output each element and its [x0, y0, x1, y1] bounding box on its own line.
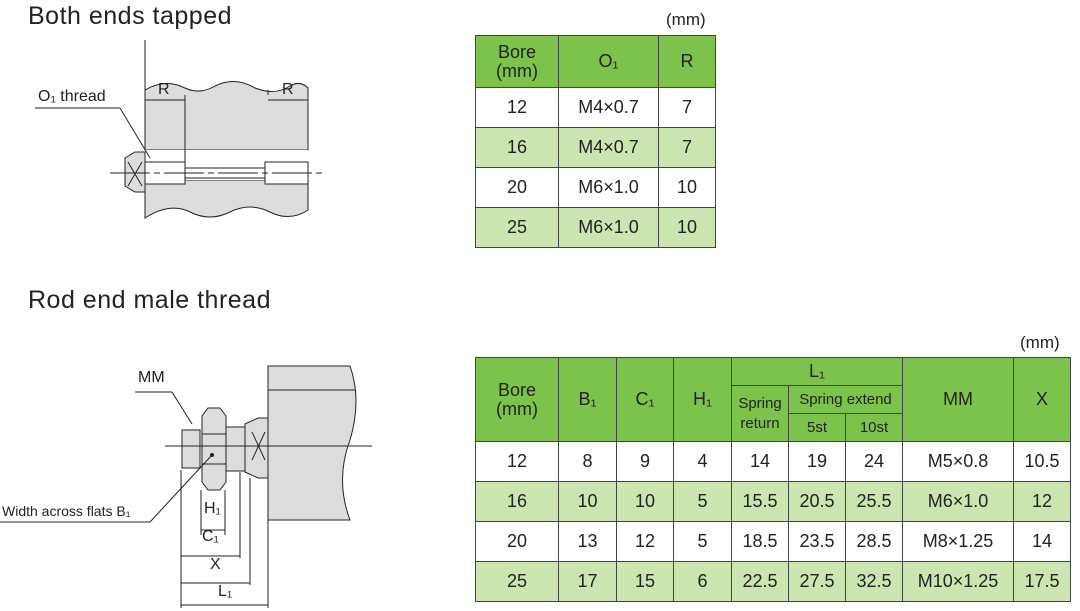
cell: 17 [558, 561, 617, 602]
cell: 12 [1013, 481, 1071, 522]
unit-label: (mm) [666, 10, 706, 29]
cell: M8×1.25 [902, 521, 1014, 562]
cell: 12 [616, 521, 674, 562]
unit-label: (mm) [1020, 333, 1060, 352]
cell: M5×0.8 [902, 441, 1014, 482]
cell: 7 [658, 87, 716, 128]
width-across-flats-label: Width across flats B₁ [2, 503, 131, 519]
cell: 10 [616, 481, 674, 522]
cell: 28.5 [845, 521, 903, 562]
mm-label: MM [138, 369, 165, 386]
header-mm: MM [902, 357, 1014, 442]
header-spring-return: Spring return [731, 385, 789, 442]
r-right-label: R [282, 81, 294, 98]
cell: 7 [658, 127, 716, 168]
cell: 25.5 [845, 481, 903, 522]
header-l1: L₁ [731, 357, 903, 386]
cell: 4 [673, 441, 732, 482]
cell: 5 [673, 481, 732, 522]
both-ends-tapped-diagram [35, 40, 325, 219]
cell: 15 [616, 561, 674, 602]
cell: 14 [731, 441, 789, 482]
header-h1: H₁ [673, 357, 732, 442]
cell: 20 [475, 167, 559, 208]
cell: 16 [475, 127, 559, 168]
header-5st: 5st [788, 413, 846, 442]
cell: 8 [558, 441, 617, 482]
l1-label: L₁ [218, 583, 233, 600]
cell: 12 [475, 87, 559, 128]
o1-thread-label: O₁ thread [38, 88, 106, 105]
cell: 5 [673, 521, 732, 562]
cell: 13 [558, 521, 617, 562]
header-10st: 10st [845, 413, 903, 442]
cell: 17.5 [1013, 561, 1071, 602]
section-title-both-ends: Both ends tapped [28, 2, 232, 30]
header-x: X [1013, 357, 1071, 442]
cell: 6 [673, 561, 732, 602]
header-o1: O₁ [558, 35, 659, 88]
rod-end-male-thread-diagram [0, 365, 372, 608]
r-left-label: R [158, 81, 170, 98]
header-bore: Bore (mm) [475, 35, 559, 88]
cell: 19 [788, 441, 846, 482]
cell: 14 [1013, 521, 1071, 562]
cell: 10.5 [1013, 441, 1071, 482]
cell: 10 [658, 167, 716, 208]
cell: 18.5 [731, 521, 789, 562]
cell: 25 [475, 561, 559, 602]
cell: 25 [475, 207, 559, 248]
header-r: R [658, 35, 716, 88]
cell: 20.5 [788, 481, 846, 522]
x-label: X [210, 556, 221, 573]
cell: M6×1.0 [902, 481, 1014, 522]
h1-label: H₁ [204, 500, 221, 517]
rod-end-dimensions-table: Bore (mm) B₁ C₁ H₁ L₁ MM X Spring return… [475, 357, 1071, 602]
cell: M10×1.25 [902, 561, 1014, 602]
c1-label: C₁ [202, 528, 219, 545]
cell: M4×0.7 [558, 87, 659, 128]
cell: 16 [475, 481, 559, 522]
cell: M6×1.0 [558, 207, 659, 248]
header-c1: C₁ [616, 357, 674, 442]
cell: 22.5 [731, 561, 789, 602]
header-bore: Bore (mm) [475, 357, 559, 442]
cell: 9 [616, 441, 674, 482]
cell: 23.5 [788, 521, 846, 562]
cell: 27.5 [788, 561, 846, 602]
cell: 32.5 [845, 561, 903, 602]
cell: 24 [845, 441, 903, 482]
header-b1: B₁ [558, 357, 617, 442]
cell: 15.5 [731, 481, 789, 522]
cell: 10 [558, 481, 617, 522]
cell: 12 [475, 441, 559, 482]
section-title-rod-end: Rod end male thread [28, 286, 271, 314]
cell: M4×0.7 [558, 127, 659, 168]
cell: 20 [475, 521, 559, 562]
cell: 10 [658, 207, 716, 248]
cell: M6×1.0 [558, 167, 659, 208]
header-spring-extend: Spring extend [788, 385, 903, 414]
